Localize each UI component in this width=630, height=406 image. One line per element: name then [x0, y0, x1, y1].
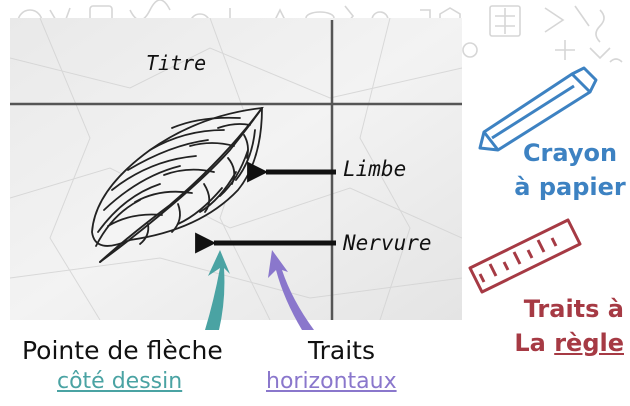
leaf-drawing-icon [91, 106, 264, 263]
strokes-sublabel: horizontaux [266, 369, 397, 394]
sheet-title: Titre [146, 51, 206, 75]
pencil-label-line2: à papier [514, 173, 626, 201]
pencil-label: Crayon à papier [510, 136, 630, 204]
ruler-label-prefix: La [514, 329, 546, 357]
strokes-label: Traits [308, 336, 375, 365]
ruler-icon [468, 218, 582, 294]
arrowhead-label: Pointe de flèche [22, 336, 223, 365]
arrowhead-callout-arrow [205, 250, 230, 330]
arrowhead-sublabel: côté dessin [57, 369, 183, 394]
pencil-icon [478, 66, 598, 152]
ruler-label-underlined: règle [554, 329, 624, 357]
label-nervure: Nervure [342, 231, 432, 255]
ruler-label: Traits à La règle [496, 292, 624, 360]
ruler-label-line2: La règle [496, 326, 624, 360]
label-limbe: Limbe [343, 157, 406, 181]
ruler-label-line1: Traits à [523, 295, 624, 323]
strokes-callout-arrow [268, 250, 314, 330]
pencil-label-line1: Crayon [522, 139, 618, 167]
